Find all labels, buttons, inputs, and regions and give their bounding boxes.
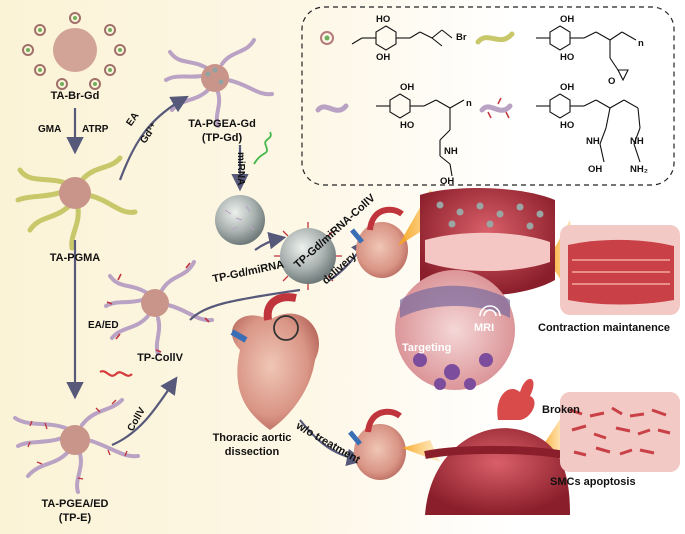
thoracic-label-line1: Thoracic aortic — [212, 432, 292, 444]
legend-oh-label-2: OH — [560, 14, 575, 25]
healthy-aorta-section — [420, 188, 555, 296]
legend-br-label: Br — [456, 32, 467, 43]
ta-br-gd-label: TA-Br-Gd — [50, 90, 100, 102]
tp-gd-mirna-nanoparticle — [215, 195, 265, 245]
legend-nh-label-3: NH — [630, 136, 644, 147]
legend-ho-label-4: HO — [560, 120, 575, 131]
collv-peptide — [99, 370, 133, 377]
contraction-label: Contraction maintanence — [538, 322, 671, 334]
legend-nh2-label: NH₂ — [630, 164, 648, 175]
broken-tissue — [497, 378, 535, 420]
tp-gd-label-line1: TA-PGEA-Gd — [188, 118, 256, 130]
legend-oh-label-6: OH — [588, 164, 603, 175]
legend-ho-label-3: HO — [400, 120, 415, 131]
ta-pgea-ed-molecule — [13, 398, 140, 494]
mirna-strand — [253, 131, 272, 165]
large-heart — [230, 293, 319, 430]
contraction-inset — [560, 225, 680, 315]
gma-label: GMA — [38, 124, 62, 135]
legend-pgea-ed-structure — [536, 93, 641, 163]
legend-nh-label-1: NH — [444, 146, 458, 157]
legend-o-label: O — [608, 76, 616, 87]
legend-initiator-structure — [351, 25, 453, 51]
targeting-mri-zoom — [395, 270, 515, 390]
small-heart-top — [350, 206, 408, 278]
legend-oh-label-4: OH — [440, 176, 455, 187]
legend-pgea-icon — [315, 103, 349, 113]
smcs-apoptosis-label: SMCs apoptosis — [550, 476, 636, 488]
magnifier-ring — [273, 315, 299, 341]
legend-pgma-structure — [536, 25, 637, 82]
thoracic-label-line2: dissection — [224, 446, 280, 458]
apoptosis-inset — [560, 392, 680, 472]
tp-e-label: (TP-E) — [58, 512, 92, 524]
mri-label: MRI — [474, 322, 495, 334]
legend-oh-label-3: OH — [400, 82, 415, 93]
mirna-label: miRNA — [235, 152, 246, 186]
legend-box — [301, 6, 675, 186]
legend-pgea-ed-icon — [479, 97, 513, 119]
legend-oh-label-1: OH — [376, 52, 391, 63]
legend-pgea-structure — [376, 93, 465, 177]
tp-gd-molecule — [164, 38, 274, 128]
ta-br-gd-molecule — [22, 12, 126, 90]
legend-ho-label-1: HO — [376, 14, 391, 25]
arrow-tp-collv-link — [189, 288, 301, 321]
legend-initiator-icon — [320, 31, 334, 45]
arrow-collv — [111, 376, 178, 447]
broken-label: Broken — [542, 404, 580, 416]
tp-collv-molecule — [104, 260, 214, 356]
legend-ho-label-2: HO — [560, 52, 575, 63]
arrow-ea-gd — [118, 95, 189, 181]
legend-pgma-icon — [475, 31, 515, 45]
targeting-label: Targeting — [402, 342, 452, 354]
atrp-label: ATRP — [82, 124, 109, 135]
damaged-aorta-section — [424, 378, 571, 515]
legend-n-label-2: n — [466, 98, 472, 109]
ta-pgma-label: TA-PGMA — [49, 252, 101, 264]
legend-nh-label-2: NH — [586, 136, 600, 147]
legend-oh-label-5: OH — [560, 82, 575, 93]
ea-ed-label: EA/ED — [88, 320, 119, 331]
arrow-wo-treatment — [299, 419, 365, 467]
legend-n-label-1: n — [638, 38, 644, 49]
ta-pgma-molecule — [15, 155, 138, 251]
tp-collv-label: TP-CollV — [137, 352, 183, 364]
tp-gd-mirna-collv-nanoparticle — [274, 222, 342, 290]
tp-gd-label-line2: (TP-Gd) — [201, 132, 243, 144]
ta-pgea-ed-label: TA-PGEA/ED — [41, 498, 109, 510]
arrow-tp-gd-mirna — [254, 231, 287, 251]
small-heart-bottom — [348, 408, 406, 480]
